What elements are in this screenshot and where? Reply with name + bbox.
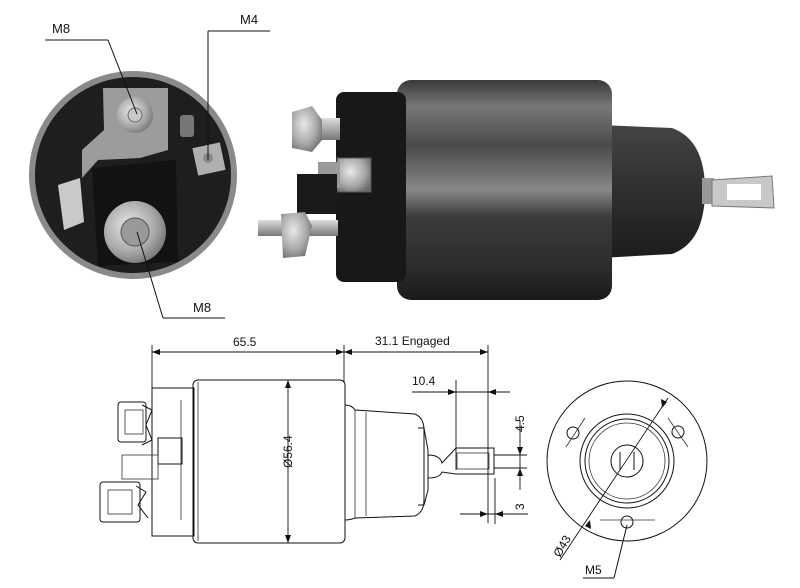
label-m4: M4	[240, 12, 258, 27]
mount-hole-right	[671, 425, 685, 439]
dim-engaged: 31.1 Engaged	[375, 334, 450, 348]
drawing-middle-terminal	[157, 437, 183, 465]
side-upper-nut	[292, 106, 322, 152]
left-tab	[58, 178, 84, 230]
label-m8-top: M8	[52, 21, 70, 36]
dim-lug-width: 4.5	[513, 415, 527, 432]
drawing-plunger-housing	[344, 404, 425, 521]
mount-hole-left	[566, 426, 580, 440]
label-m5: M5	[585, 563, 602, 577]
end-outer-circle	[546, 380, 708, 542]
dim-lug-thickness: 3	[513, 503, 527, 510]
side-lower-nut	[281, 212, 312, 258]
dim-body-diameter: Ø56.4	[281, 435, 295, 468]
end-view-callouts: M8 M4 M8	[45, 12, 270, 319]
side-middle-nut	[336, 157, 372, 193]
photo-side-view	[258, 80, 775, 300]
dim-body-length: 65.5	[233, 335, 257, 349]
drawing-end-view: Ø43 M5	[546, 380, 708, 579]
side-view-dimensions: 65.5 31.1 Engaged Ø56.4 10.4 4.5 3	[151, 334, 528, 543]
end-center-boss	[610, 444, 644, 478]
drawing-lug	[427, 447, 495, 479]
mount-hole-bottom	[620, 515, 634, 529]
solenoid-can	[397, 80, 612, 300]
dim-bolt-circle: Ø43	[550, 533, 574, 560]
drawing-side-view	[99, 379, 495, 544]
drawing-body	[192, 379, 346, 544]
photo-end-view	[29, 71, 237, 279]
drawing-lower-terminal	[99, 481, 141, 523]
plunger-cap	[600, 125, 705, 258]
label-m8-bottom: M8	[193, 300, 211, 315]
dim-lug-length: 10.4	[412, 374, 436, 388]
drawing-upper-terminal	[117, 401, 147, 443]
